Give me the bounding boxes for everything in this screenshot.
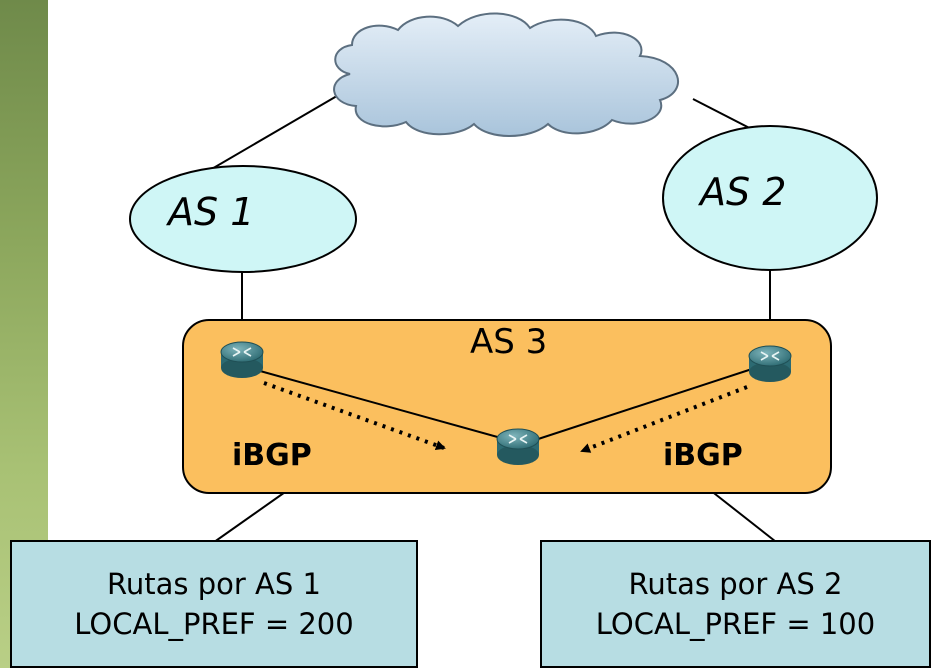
note-as2-line1: Rutas por AS 2 — [628, 567, 843, 601]
router-icon — [496, 428, 540, 465]
ibgp-link-right — [525, 367, 756, 444]
router-icon — [220, 341, 264, 378]
as2-label: AS 2 — [700, 170, 787, 214]
note-as2-routes: Rutas por AS 2 LOCAL_PREF = 100 — [540, 540, 931, 668]
note-as1-routes: Rutas por AS 1 LOCAL_PREF = 200 — [10, 540, 418, 668]
ibgp-label-right: iBGP — [663, 438, 743, 473]
as1-ellipse — [129, 165, 357, 273]
ibgp-link-left — [241, 365, 513, 442]
note-pointer-right — [709, 489, 781, 546]
as3-box — [182, 319, 832, 494]
ibgp-label-left: iBGP — [232, 438, 312, 473]
as3-label: AS 3 — [470, 322, 548, 362]
cloud-icon — [333, 12, 679, 137]
route-arrow-right — [580, 385, 748, 453]
note-as2-line2: LOCAL_PREF = 100 — [595, 607, 876, 641]
as2-ellipse — [662, 125, 878, 271]
as1-label: AS 1 — [168, 190, 255, 234]
link-as1-cloud — [197, 92, 343, 178]
router-icon — [748, 345, 792, 382]
note-as1-line1: Rutas por AS 1 — [107, 567, 321, 601]
note-as1-line2: LOCAL_PREF = 200 — [74, 607, 354, 641]
